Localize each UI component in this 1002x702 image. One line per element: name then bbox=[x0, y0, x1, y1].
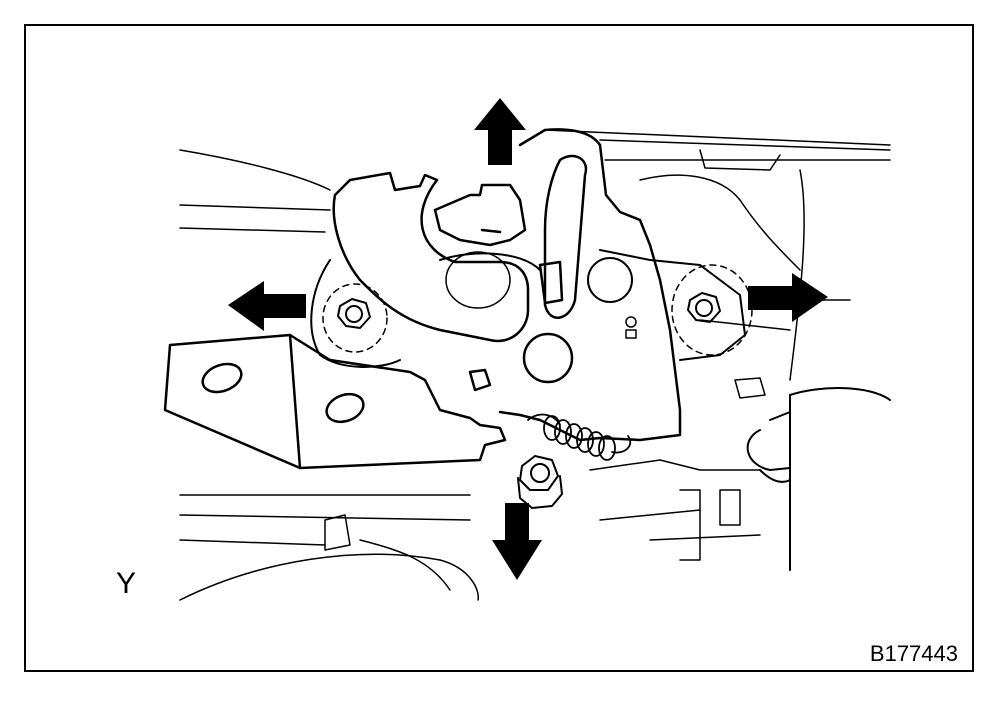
bolt-right bbox=[687, 292, 721, 323]
latch-spring bbox=[527, 413, 632, 461]
bolt-bottom bbox=[517, 455, 563, 509]
hose-assembly bbox=[746, 387, 891, 571]
lock-base-plate bbox=[310, 249, 753, 368]
arrow-left-icon bbox=[228, 281, 306, 331]
arrow-down-icon bbox=[492, 503, 542, 580]
lock-symbol-icon bbox=[625, 316, 637, 339]
mounting-bracket bbox=[163, 333, 507, 470]
hood-lock-latch bbox=[332, 128, 682, 442]
figure-code: B177443 bbox=[869, 641, 958, 666]
background-body-lines bbox=[179, 129, 891, 601]
view-label: Y bbox=[116, 567, 137, 600]
arrow-up-icon bbox=[474, 98, 526, 165]
arrow-right-icon bbox=[748, 273, 828, 322]
bolt-left bbox=[337, 298, 371, 329]
